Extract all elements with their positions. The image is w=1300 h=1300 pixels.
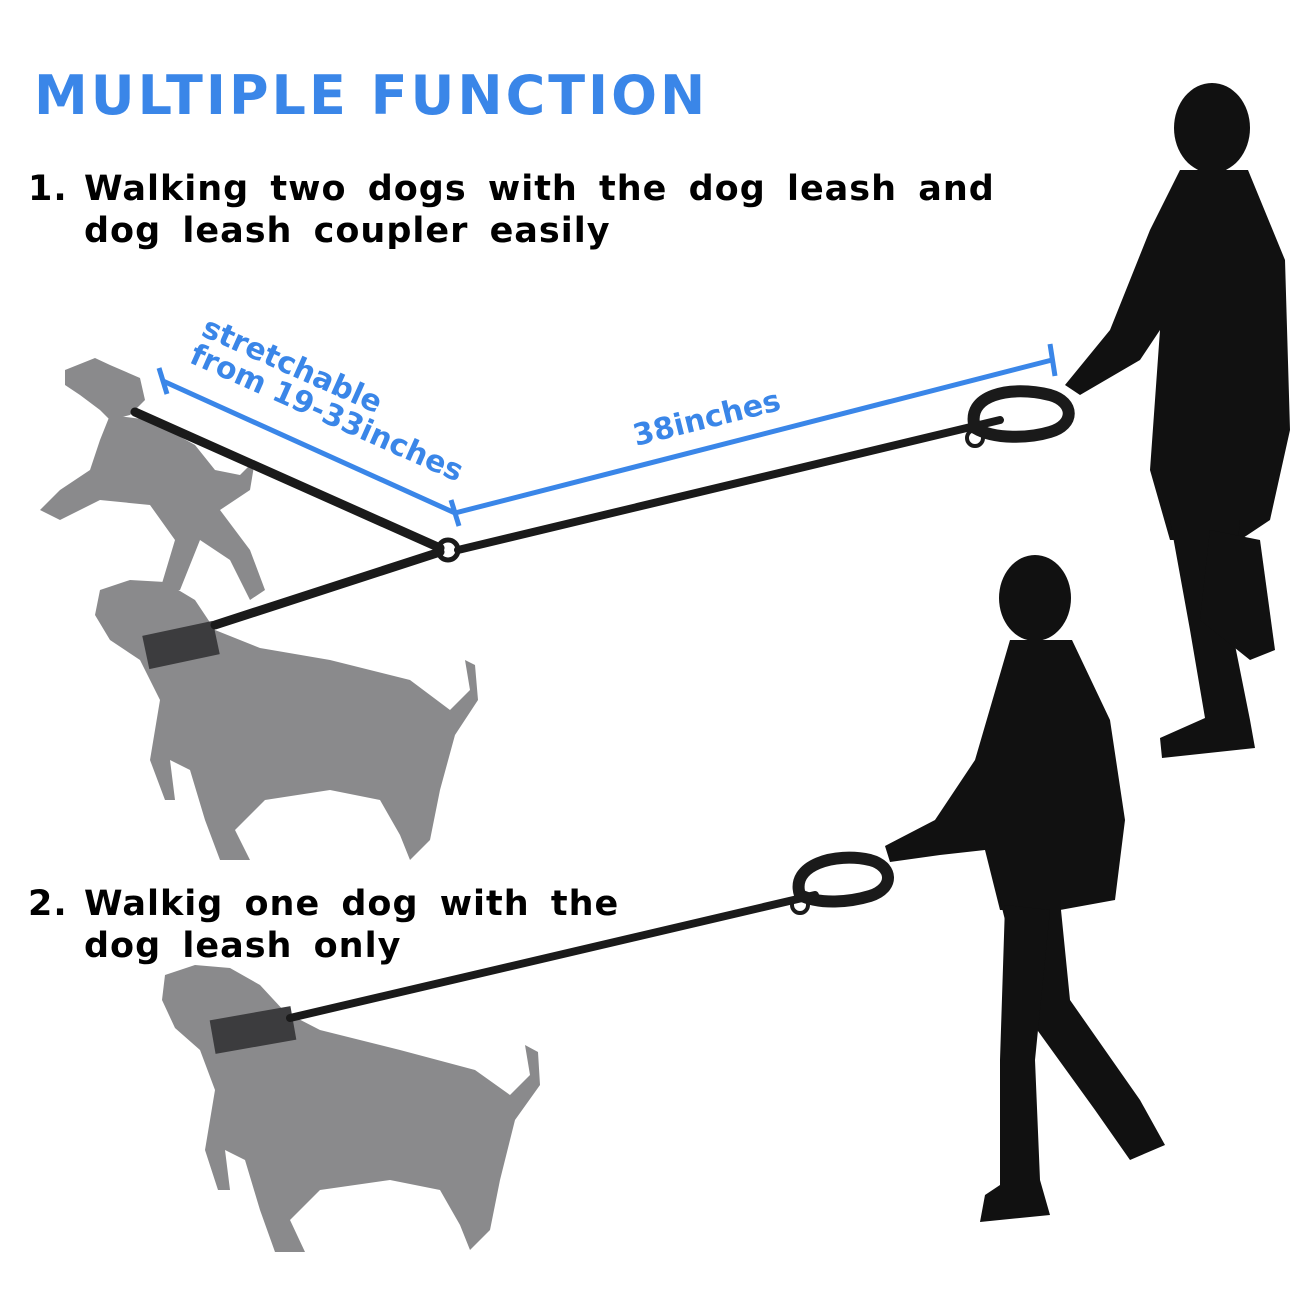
dog-silhouette-bottom	[162, 965, 540, 1252]
dog-middle-collar	[142, 620, 220, 670]
step-1-line-2: dog leash coupler easily	[84, 211, 611, 251]
coupler-dimension-label-2: from 19-33inches	[185, 337, 469, 489]
dog-bottom-collar	[209, 1006, 297, 1054]
step-1-description: 1. Walking two dogs with the dog leash an…	[28, 168, 995, 252]
dog-silhouette-jumping	[40, 358, 265, 600]
dog-silhouette-middle	[95, 580, 478, 860]
page-title: MULTIPLE FUNCTION	[34, 64, 709, 127]
person-silhouette-top	[1065, 83, 1290, 758]
leash-dimension-line	[454, 343, 1058, 516]
person-silhouette-bottom	[885, 555, 1165, 1222]
step-2-number: 2.	[28, 884, 68, 924]
step-2-description: 2. Walkig one dog with the dog leash only	[28, 883, 619, 967]
step-1-number: 1.	[28, 169, 68, 209]
step-2-line-1: Walkig one dog with the	[84, 884, 620, 924]
leash-dimension-label: 38inches	[629, 383, 784, 453]
step-1-line-1: Walking two dogs with the dog leash and	[84, 169, 995, 209]
dog-leash-upper	[454, 385, 1075, 554]
dog-leash-lower	[286, 851, 894, 1022]
step-2-line-2: dog leash only	[84, 926, 402, 966]
